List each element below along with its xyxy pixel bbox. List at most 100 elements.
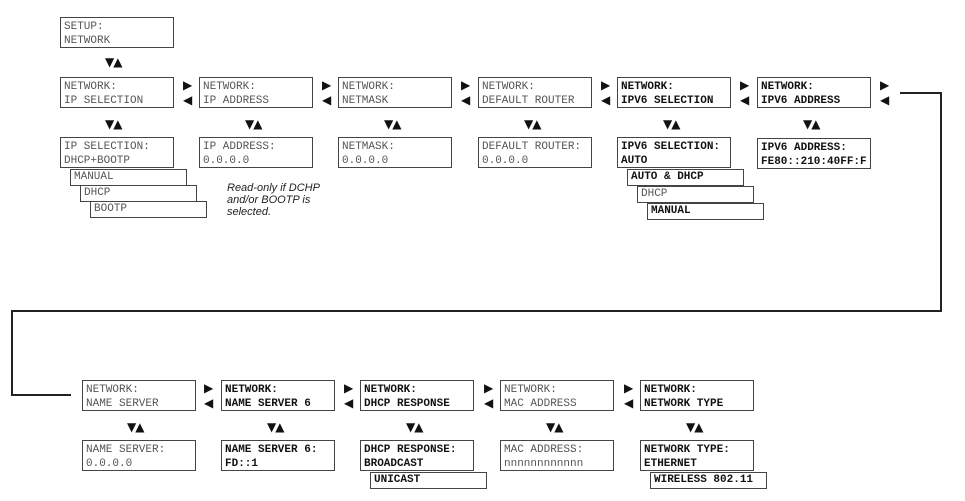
line2: 0.0.0.0	[86, 458, 133, 470]
line2: 0.0.0.0	[482, 155, 529, 167]
default-router-screen: NETWORK: DEFAULT ROUTER	[478, 77, 592, 108]
line2: DEFAULT ROUTER	[482, 95, 575, 107]
name-server-value: NAME SERVER: 0.0.0.0	[82, 440, 196, 471]
line2: DHCP RESPONSE	[364, 398, 450, 410]
netmask-value: NETMASK: 0.0.0.0	[338, 137, 452, 168]
right-arrow-icon: ▶	[601, 78, 611, 92]
left-arrow-icon: ◀	[740, 93, 750, 107]
line2: nnnnnnnnnnnn	[504, 458, 584, 470]
line1: NETWORK:	[225, 384, 278, 396]
option-dhcp: DHCP	[637, 186, 754, 203]
line1: NAME SERVER:	[86, 444, 166, 456]
line1: NETWORK:	[621, 81, 674, 93]
line2: NETMASK	[342, 95, 389, 107]
down-up-arrows-icon: ▼▲	[803, 117, 820, 131]
ipv6-address-screen: NETWORK: IPV6 ADDRESS	[757, 77, 871, 108]
line2: IPV6 ADDRESS	[761, 95, 841, 107]
option-auto-dhcp: AUTO & DHCP	[627, 169, 744, 186]
option-unicast: UNICAST	[370, 472, 487, 489]
line1: NETWORK:	[342, 81, 395, 93]
down-up-arrows-icon: ▼▲	[546, 420, 563, 434]
down-up-arrows-icon: ▼▲	[686, 420, 703, 434]
network-type-screen: NETWORK: NETWORK TYPE	[640, 380, 754, 411]
connector-line	[940, 92, 942, 312]
mac-address-value: MAC ADDRESS: nnnnnnnnnnnn	[500, 440, 614, 471]
ip-address-screen: NETWORK: IP ADDRESS	[199, 77, 313, 108]
line1: NETWORK:	[482, 81, 535, 93]
line1: NETWORK TYPE:	[644, 444, 730, 456]
connector-line	[900, 92, 942, 94]
line2: NAME SERVER 6	[225, 398, 311, 410]
line1: NETWORK:	[644, 384, 697, 396]
option-manual: MANUAL	[70, 169, 187, 186]
name-server-screen: NETWORK: NAME SERVER	[82, 380, 196, 411]
line1: NETWORK:	[64, 81, 117, 93]
ipv6-address-value: IPV6 ADDRESS: FE80::210:40FF:F	[757, 138, 871, 169]
line2: NETWORK	[64, 35, 111, 47]
line1: NETWORK:	[203, 81, 256, 93]
line2: 0.0.0.0	[203, 155, 250, 167]
left-arrow-icon: ◀	[344, 396, 354, 410]
line1: IPV6 SELECTION:	[621, 141, 721, 153]
line2: BROADCAST	[364, 458, 424, 470]
left-arrow-icon: ◀	[880, 93, 890, 107]
line1: NETWORK:	[86, 384, 139, 396]
option-manual: MANUAL	[647, 203, 764, 220]
right-arrow-icon: ▶	[344, 381, 354, 395]
left-arrow-icon: ◀	[322, 93, 332, 107]
line1: NETWORK:	[504, 384, 557, 396]
line1: SETUP:	[64, 21, 104, 33]
option-wireless: WIRELESS 802.11	[650, 472, 767, 489]
connector-line	[11, 310, 942, 312]
down-up-arrows-icon: ▼▲	[267, 420, 284, 434]
right-arrow-icon: ▶	[461, 78, 471, 92]
netmask-screen: NETWORK: NETMASK	[338, 77, 452, 108]
ipv6-selection-screen: NETWORK: IPV6 SELECTION	[617, 77, 731, 108]
line1: DHCP RESPONSE:	[364, 444, 457, 456]
down-up-arrows-icon: ▼▲	[127, 420, 144, 434]
line1: IPV6 ADDRESS:	[761, 142, 847, 154]
line1: NETWORK:	[364, 384, 417, 396]
line2: IP SELECTION	[64, 95, 144, 107]
down-up-arrows-icon: ▼▲	[663, 117, 680, 131]
left-arrow-icon: ◀	[624, 396, 634, 410]
option-bootp: BOOTP	[90, 201, 207, 218]
line2: DHCP+BOOTP	[64, 155, 131, 167]
down-up-arrows-icon: ▼▲	[406, 420, 423, 434]
right-arrow-icon: ▶	[322, 78, 332, 92]
option-dhcp: DHCP	[80, 185, 197, 202]
line2: MAC ADDRESS	[504, 398, 577, 410]
read-only-note: Read-only if DCHP and/or BOOTP is select…	[227, 182, 320, 218]
right-arrow-icon: ▶	[204, 381, 214, 395]
left-arrow-icon: ◀	[183, 93, 193, 107]
line2: IPV6 SELECTION	[621, 95, 714, 107]
connector-line	[11, 310, 13, 396]
line2: FE80::210:40FF:F	[761, 156, 867, 168]
line2: AUTO	[621, 155, 648, 167]
left-arrow-icon: ◀	[601, 93, 611, 107]
line2: NAME SERVER	[86, 398, 159, 410]
right-arrow-icon: ▶	[183, 78, 193, 92]
right-arrow-icon: ▶	[740, 78, 750, 92]
right-arrow-icon: ▶	[880, 78, 890, 92]
line1: IP ADDRESS:	[203, 141, 276, 153]
network-type-value: NETWORK TYPE: ETHERNET	[640, 440, 754, 471]
right-arrow-icon: ▶	[624, 381, 634, 395]
line2: IP ADDRESS	[203, 95, 270, 107]
down-up-arrows-icon: ▼▲	[524, 117, 541, 131]
connector-line	[11, 394, 71, 396]
default-router-value: DEFAULT ROUTER: 0.0.0.0	[478, 137, 592, 168]
line1: NETMASK:	[342, 141, 395, 153]
right-arrow-icon: ▶	[484, 381, 494, 395]
line2: 0.0.0.0	[342, 155, 389, 167]
line1: NETWORK:	[761, 81, 814, 93]
ip-address-value: IP ADDRESS: 0.0.0.0	[199, 137, 313, 168]
line2: FD::1	[225, 458, 259, 470]
down-up-arrows-icon: ▼▲	[105, 55, 122, 69]
line1: DEFAULT ROUTER:	[482, 141, 582, 153]
dhcp-response-value: DHCP RESPONSE: BROADCAST	[360, 440, 474, 471]
setup-network-screen: SETUP: NETWORK	[60, 17, 174, 48]
line1: IP SELECTION:	[64, 141, 150, 153]
down-up-arrows-icon: ▼▲	[105, 117, 122, 131]
